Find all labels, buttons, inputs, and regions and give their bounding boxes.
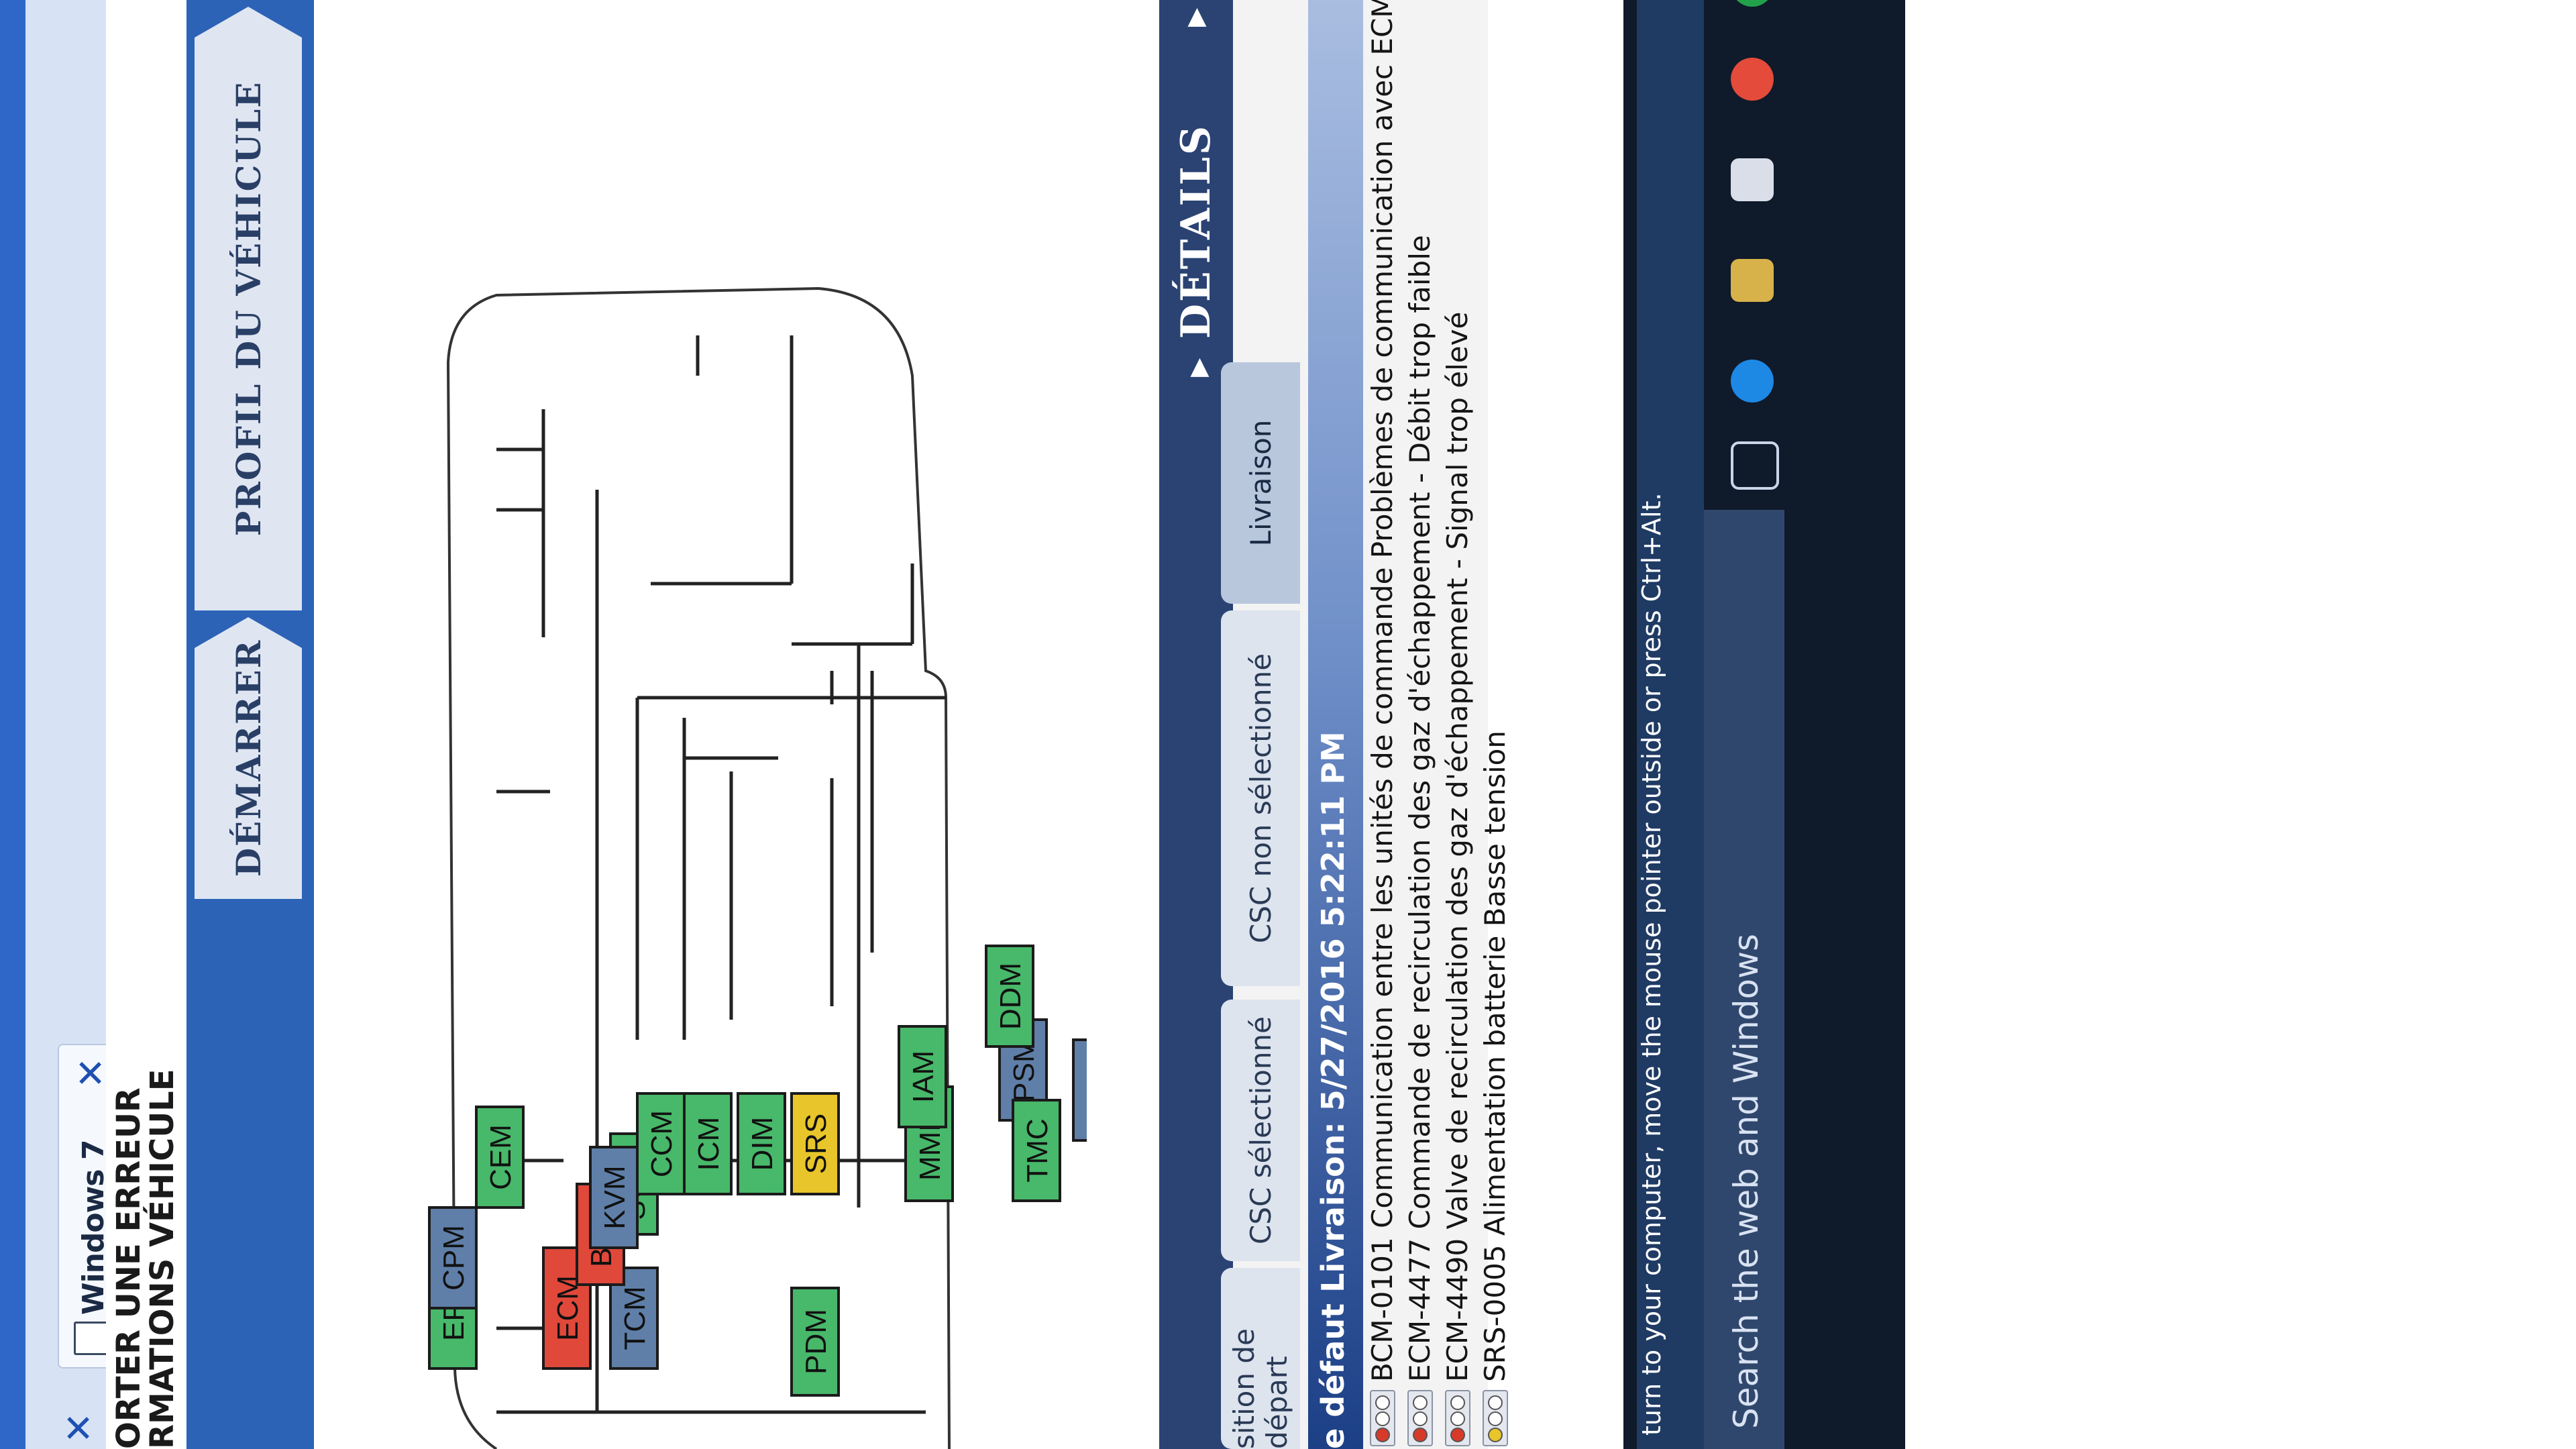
module-ccm[interactable]: CCM [636, 1092, 686, 1195]
dot-icon [1450, 1395, 1465, 1410]
module-box [737, 1092, 786, 1195]
folder-icon[interactable] [1731, 259, 1774, 302]
edge-icon[interactable] [1731, 360, 1774, 402]
vm-release-hint: turn to your computer, move the mouse po… [1637, 492, 1666, 1436]
module-box [985, 945, 1034, 1048]
dot-icon [1375, 1395, 1390, 1410]
module-label: TMC [1021, 1118, 1054, 1182]
dot-icon [1375, 1411, 1390, 1426]
car-outline [446, 286, 951, 1449]
fault-list-title: e défaut Livraison: 5/27/2016 5:22:11 PM [1315, 731, 1351, 1449]
module-box [683, 1092, 733, 1195]
tab-csc-not-selected[interactable]: CSC non sélectionné [1221, 610, 1300, 986]
module-cpm[interactable]: CPM [428, 1206, 478, 1309]
task-view-icon[interactable] [1731, 441, 1779, 490]
module-box [898, 1025, 947, 1128]
details-heading[interactable]: DÉTAILS [1173, 123, 1220, 339]
module-iam[interactable]: IAM [898, 1025, 947, 1128]
module-kvm[interactable]: KVM [589, 1146, 639, 1249]
module-label: ECM [551, 1275, 584, 1341]
fault-status-indicator [1445, 1390, 1470, 1446]
module-label: CPM [437, 1225, 470, 1291]
module-label: PDM [800, 1309, 833, 1375]
triangle-right-icon[interactable]: ▸ [1173, 7, 1216, 27]
search-input[interactable]: Search the web and Windows [1727, 933, 1766, 1429]
module-label: PHM [1081, 1057, 1087, 1123]
red-dot-icon [1375, 1428, 1390, 1442]
module-label: CCM [645, 1110, 678, 1177]
fault-list-header: e défaut Livraison: 5/27/2016 5:22:11 PM [1308, 0, 1363, 1449]
module-label: SRS [800, 1114, 833, 1174]
fault-status-indicator [1407, 1390, 1433, 1446]
dot-icon [1413, 1411, 1428, 1426]
yellow-dot-icon [1488, 1428, 1503, 1442]
start-button[interactable]: DÉMARRER [195, 617, 302, 899]
module-label: TCM [619, 1286, 651, 1350]
module-box [428, 1206, 478, 1309]
module-label: DDM [994, 963, 1027, 1030]
module-label: ICM [692, 1117, 725, 1171]
module-srs[interactable]: SRS [790, 1092, 840, 1195]
module-dim[interactable]: DIM [737, 1092, 786, 1195]
dot-icon [1450, 1411, 1465, 1426]
module-label: DIM [746, 1117, 779, 1171]
list-item[interactable]: ECM-4490 Valve de recirculation des gaz … [1438, 0, 1477, 1449]
fault-entry-text: BCM-0101 Communication entre les unités … [1366, 0, 1399, 1382]
module-box [1072, 1038, 1087, 1142]
module-box [589, 1146, 639, 1249]
fault-status-indicator [1370, 1390, 1395, 1446]
module-label: IAM [907, 1051, 940, 1103]
fault-entry-text: ECM-4490 Valve de recirculation des gaz … [1441, 311, 1474, 1382]
list-item[interactable]: BCM-0101 Communication entre les unités … [1363, 0, 1402, 1449]
red-dot-icon [1450, 1428, 1465, 1442]
fault-entry-text: ECM-4477 Commande de recirculation des g… [1403, 235, 1436, 1382]
red-dot-icon [1413, 1428, 1428, 1442]
store-icon[interactable] [1731, 158, 1774, 201]
module-box [790, 1287, 840, 1397]
dot-icon [1488, 1411, 1503, 1426]
list-item[interactable]: ECM-4477 Commande de recirculation des g… [1401, 0, 1440, 1449]
dot-icon [1488, 1395, 1503, 1410]
header-title-line-1: ORTER UNE ERREUR [110, 1087, 148, 1449]
triangle-right-icon: ▸ [1175, 358, 1219, 377]
fault-status-indicator [1483, 1390, 1508, 1446]
fault-entry-text: SRS-0005 Alimentation batterie Basse ten… [1479, 731, 1511, 1382]
module-label: KVM [598, 1165, 631, 1229]
module-label: CEM [484, 1124, 517, 1190]
module-tmc[interactable]: TMC [1012, 1099, 1061, 1202]
module-icm[interactable]: ICM [683, 1092, 733, 1195]
module-label: PSM [1008, 1038, 1040, 1102]
module-ddm[interactable]: DDM [985, 945, 1034, 1048]
module-cem[interactable]: CEM [475, 1106, 525, 1209]
tab-delivery[interactable]: Livraison [1221, 362, 1300, 604]
module-pdm[interactable]: PDM [790, 1287, 840, 1397]
vehicle-network-diagram: EPSECMTCMCPMBCMSWMCEMKVMCCMICMDIMSRSPDMM… [428, 286, 1087, 1449]
nav-band: DÉMARRER PROFIL DU VÉHICULE [186, 0, 314, 1449]
module-phm[interactable]: PHM [1072, 1038, 1087, 1142]
window-frame [0, 0, 25, 1449]
dot-icon [1413, 1395, 1428, 1410]
chrome-icon[interactable] [1731, 58, 1774, 101]
tab-starting-position[interactable]: sition de départ [1221, 1268, 1300, 1449]
module-box [790, 1092, 840, 1195]
close-icon[interactable]: ✕ [58, 1412, 101, 1444]
vehicle-profile-button[interactable]: PROFIL DU VÉHICULE [195, 7, 302, 610]
module-box [609, 1267, 659, 1370]
tab-csc-selected[interactable]: CSC sélectionné [1221, 1000, 1300, 1261]
diagram-modules: EPSECMTCMCPMBCMSWMCEMKVMCCMICMDIMSRSPDMM… [428, 945, 1087, 1397]
results-tabs: sition de départ CSC sélectionné CSC non… [1221, 0, 1308, 1449]
page-header: ORTER UNE ERREUR RMATIONS VÉHICULE [106, 0, 186, 1449]
module-box [1012, 1099, 1061, 1202]
browser-tab-strip: ✕ Windows 7 ✕ [25, 0, 129, 1449]
list-item[interactable]: SRS-0005 Alimentation batterie Basse ten… [1476, 0, 1515, 1449]
header-title-line-2: RMATIONS VÉHICULE [144, 1069, 181, 1449]
module-box [475, 1106, 525, 1209]
taskbar-search-box[interactable]: Search the web and Windows [1704, 510, 1784, 1449]
module-tcm[interactable]: TCM [609, 1267, 659, 1370]
